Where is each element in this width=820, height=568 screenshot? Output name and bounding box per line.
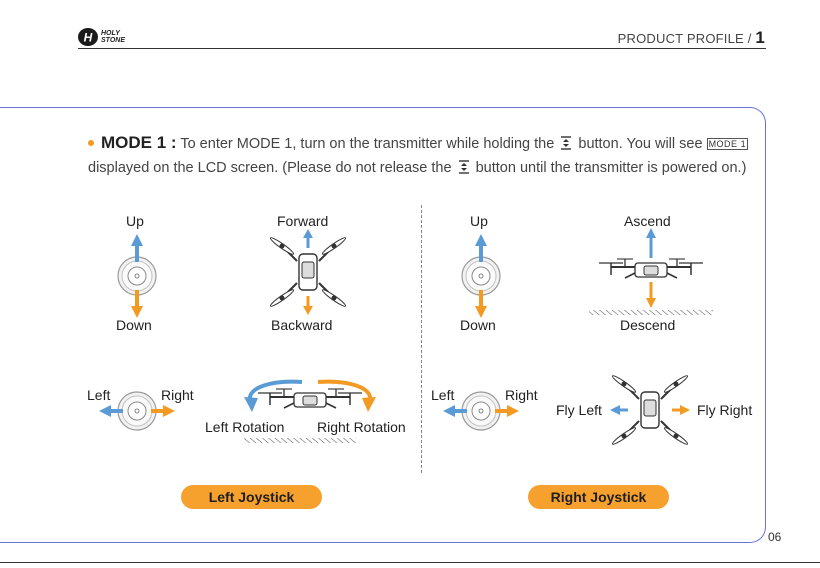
drone-yaw-icon [244,379,376,443]
mode-label: MODE 1 : [101,133,177,152]
power-toggle-icon [561,136,572,150]
brand-logo: H HOLY STONE [77,27,125,47]
bullet-dot [88,140,94,146]
brand-wordmark: HOLY STONE [101,30,125,44]
center-divider [421,205,422,473]
drone-throttle-icon [589,228,713,315]
left-stick-left-label: Left [87,387,111,403]
section-number: 1 [755,28,765,47]
header-divider [78,48,766,49]
left-joystick-horizontal-icon [99,391,175,431]
section-label: PRODUCT PROFILE / [617,31,752,46]
left-joystick-badge: Left Joystick [181,485,322,509]
footer-divider [0,562,820,563]
mode-instructions: MODE 1 : To enter MODE 1, turn on the tr… [88,131,760,180]
ascend-label: Ascend [624,213,671,229]
right-stick-down-label: Down [460,317,496,333]
intro-text-1: To enter MODE 1, turn on the transmitter… [180,136,555,152]
right-joystick-vertical-icon [461,234,501,318]
backward-label: Backward [271,317,333,333]
drone-roll-icon [610,373,690,447]
left-stick-down-label: Down [116,317,152,333]
brand-line-2: STONE [101,37,125,44]
content-frame [0,107,766,543]
intro-text-3: displayed on the LCD screen. [88,160,279,176]
power-toggle-icon [458,160,469,174]
left-stick-right-label: Right [161,387,194,403]
page-number: 06 [768,530,782,544]
intro-text-5: button until the transmitter is powered … [475,160,747,176]
holy-stone-logo-icon: H [78,28,98,46]
descend-label: Descend [620,317,676,333]
svg-text:H: H [84,31,93,45]
fly-right-label: Fly Right [697,402,753,418]
intro-text-2: button. You will see [578,136,703,152]
right-stick-right-label: Right [505,387,538,403]
left-stick-up-label: Up [126,213,144,229]
right-rotation-label: Right Rotation [317,419,406,435]
forward-label: Forward [277,213,329,229]
lcd-mode-badge: MODE 1 [706,138,749,150]
right-joystick-horizontal-icon [443,391,519,431]
drone-pitch-icon [268,229,348,315]
brand-line-1: HOLY [101,30,120,37]
fly-left-label: Fly Left [556,402,602,418]
left-rotation-label: Left Rotation [205,419,285,435]
right-joystick-badge: Right Joystick [528,485,669,509]
right-stick-up-label: Up [470,213,488,229]
section-title: PRODUCT PROFILE / 1 [618,28,765,48]
left-joystick-vertical-icon [117,234,157,318]
intro-text-4: (Please do not release the [282,160,452,176]
right-stick-left-label: Left [431,387,455,403]
